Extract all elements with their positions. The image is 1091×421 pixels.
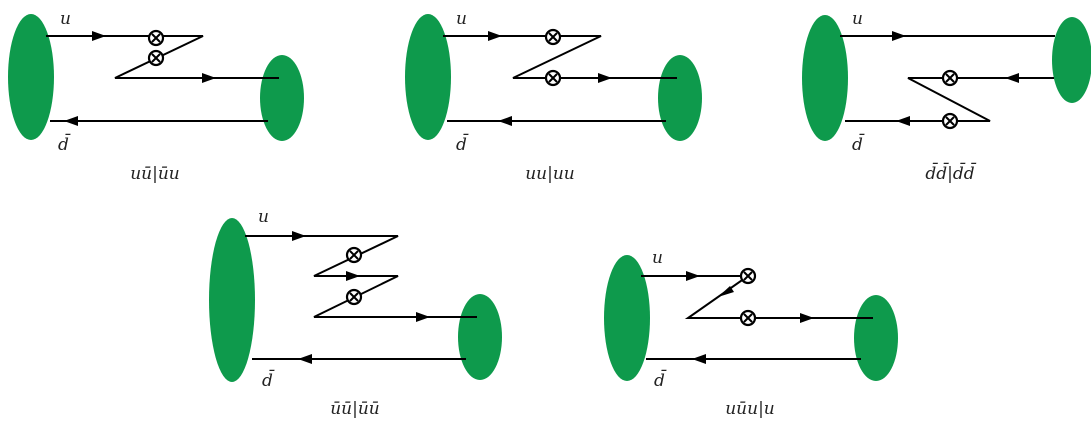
quark-label-top: u xyxy=(456,9,467,29)
arrow-right xyxy=(292,231,306,241)
diagram-4: u d̄ ūū|ūū xyxy=(209,207,502,419)
blob-left xyxy=(405,14,451,140)
arrow-right xyxy=(598,73,612,83)
blob-right xyxy=(1052,17,1091,103)
vertex-insertion xyxy=(941,69,959,87)
arrow-right xyxy=(892,31,906,41)
arrow-left xyxy=(498,116,512,126)
quark-label-bottom: d̄ xyxy=(654,368,667,391)
quark-line-top xyxy=(641,275,873,319)
blob-right xyxy=(458,294,502,380)
arrow-right xyxy=(346,271,360,281)
quark-label-top: u xyxy=(60,9,71,29)
arrow-right xyxy=(202,73,216,83)
diagram-caption: ūū|ūū xyxy=(330,399,380,419)
arrow-left xyxy=(298,354,312,364)
quark-label-top: u xyxy=(258,207,269,227)
arrow-on-diagonal xyxy=(718,286,734,297)
blob-left xyxy=(802,15,848,141)
quark-label-bottom: d̄ xyxy=(852,132,865,155)
quark-line-top xyxy=(245,235,477,318)
arrow-right xyxy=(488,31,502,41)
quark-line-bottom xyxy=(845,77,1054,122)
diagram-2: u d̄ uu|uu xyxy=(405,9,702,184)
vertex-insertion xyxy=(345,288,363,306)
blob-right xyxy=(260,55,304,141)
arrow-left xyxy=(1005,73,1019,83)
quark-label-top: u xyxy=(652,248,663,268)
arrow-left xyxy=(64,116,78,126)
vertex-insertion xyxy=(739,309,757,327)
diagram-caption: uū|ūu xyxy=(130,164,180,184)
arrow-left xyxy=(692,354,706,364)
diagram-caption: d̄d̄|d̄d̄ xyxy=(925,161,976,184)
vertex-insertion xyxy=(544,69,562,87)
quark-label-bottom: d̄ xyxy=(262,368,275,391)
blob-left xyxy=(8,14,54,140)
quark-label-bottom: d̄ xyxy=(456,132,469,155)
vertex-insertion xyxy=(544,28,562,46)
diagram-caption: uu|uu xyxy=(525,164,575,184)
vertex-insertion xyxy=(941,112,959,130)
blob-right xyxy=(854,295,898,381)
vertex-insertion xyxy=(147,49,165,67)
quark-label-top: u xyxy=(852,9,863,29)
diagram-caption: uūu|u xyxy=(725,399,775,419)
vertex-insertion xyxy=(345,246,363,264)
blob-left xyxy=(604,255,650,381)
blob-right xyxy=(658,55,702,141)
arrow-left xyxy=(896,116,910,126)
arrow-right xyxy=(686,271,700,281)
vertex-insertion xyxy=(147,29,165,47)
arrow-right xyxy=(800,313,814,323)
diagram-5: u d̄ uūu|u xyxy=(604,248,898,419)
quark-label-bottom: d̄ xyxy=(58,132,71,155)
diagram-1: u d̄ uū|ūu xyxy=(8,9,304,184)
arrow-right xyxy=(416,312,430,322)
arrow-right xyxy=(92,31,106,41)
diagram-3: u d̄ d̄d̄|d̄d̄ xyxy=(802,9,1091,184)
blob-left xyxy=(209,218,255,382)
vertex-insertion xyxy=(739,267,757,285)
quark-line-top xyxy=(443,35,677,79)
